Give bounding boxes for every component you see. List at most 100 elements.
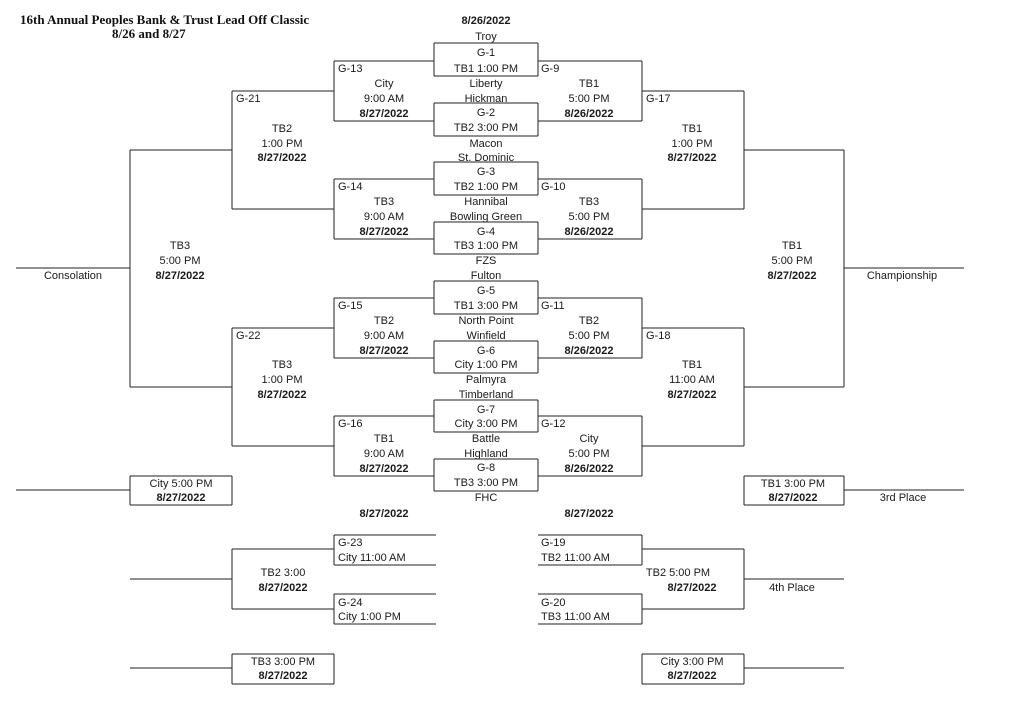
- game-g8-info: TB3 3:00 PM: [453, 477, 519, 489]
- championship-label: Championship: [866, 270, 938, 282]
- game-g2-info: TB2 3:00 PM: [453, 122, 519, 134]
- left-place-info: City 5:00 PM: [149, 478, 213, 490]
- game-g10-time: 5:00 PM: [568, 211, 610, 223]
- game-g15-date: 8/27/2022: [359, 345, 409, 357]
- game-g11-field: TB2: [578, 315, 600, 327]
- game-g17-label: G-17: [646, 93, 671, 105]
- team-fzs: FZS: [475, 255, 497, 267]
- third-place-label: 3rd Place: [879, 492, 927, 504]
- game-g1-info: TB1 1:00 PM: [453, 63, 519, 75]
- team-battle: Battle: [471, 433, 501, 445]
- championship-game-time: 5:00 PM: [771, 255, 813, 267]
- third-place-info: TB1 3:00 PM: [760, 478, 826, 490]
- game-g9-label: G-9: [541, 63, 560, 75]
- game-g9-time: 5:00 PM: [568, 93, 610, 105]
- bottom-date-right: 8/27/2022: [564, 508, 614, 520]
- game-g8-label: G-8: [476, 462, 496, 474]
- championship-game-date: 8/27/2022: [767, 270, 817, 282]
- game-g16-time: 9:00 AM: [363, 448, 405, 460]
- game-g11-label: G-11: [541, 300, 565, 312]
- team-bowling-green: Bowling Green: [449, 211, 523, 223]
- game-g10-date: 8/26/2022: [564, 226, 614, 238]
- game-g16-date: 8/27/2022: [359, 463, 409, 475]
- game-g10-label: G-10: [541, 181, 566, 193]
- game-g12-label: G-12: [541, 418, 566, 430]
- game-g1-label: G-1: [476, 47, 496, 59]
- team-hannibal: Hannibal: [464, 196, 508, 208]
- left-mid-info: TB2 3:00: [260, 567, 306, 579]
- left-last-info: TB3 3:00 PM: [250, 656, 316, 668]
- consolation-game-field: TB3: [169, 240, 191, 252]
- game-g21-date: 8/27/2022: [257, 152, 307, 164]
- game-g9-field: TB1: [578, 78, 600, 90]
- fourth-place-info: TB2 5:00 PM: [645, 567, 711, 579]
- game-g19-info: TB2 11:00 AM: [541, 552, 610, 564]
- game-g18-date: 8/27/2022: [667, 389, 717, 401]
- game-g18-label: G-18: [646, 330, 671, 342]
- team-hickman: Hickman: [464, 93, 508, 105]
- top-date: 8/26/2022: [461, 15, 511, 27]
- team-highland: Highland: [464, 448, 508, 460]
- game-g12-time: 5:00 PM: [568, 448, 610, 460]
- game-g6-info: City 1:00 PM: [454, 359, 518, 371]
- tournament-title: 16th Annual Peoples Bank & Trust Lead Of…: [20, 12, 310, 27]
- fourth-place-label: 4th Place: [769, 582, 815, 594]
- left-place-date: 8/27/2022: [156, 492, 206, 504]
- game-g17-date: 8/27/2022: [667, 152, 717, 164]
- game-g7-info: City 3:00 PM: [454, 418, 518, 430]
- game-g24-info: City 1:00 PM: [338, 611, 401, 623]
- game-g18-field: TB1: [681, 359, 703, 371]
- game-g12-field: City: [579, 433, 599, 445]
- team-winfield: Winfield: [466, 330, 506, 342]
- team-macon: Macon: [469, 138, 503, 150]
- game-g21-field: TB2: [271, 123, 293, 135]
- team-timberland: Timberland: [458, 389, 514, 401]
- left-last-date: 8/27/2022: [258, 670, 308, 682]
- game-g9-date: 8/26/2022: [564, 108, 614, 120]
- championship-game-field: TB1: [781, 240, 803, 252]
- left-mid-date: 8/27/2022: [258, 582, 308, 594]
- tournament-dates: 8/26 and 8/27: [112, 26, 186, 41]
- team-troy: Troy: [475, 31, 497, 43]
- game-g16-label: G-16: [338, 418, 363, 430]
- game-g21-label: G-21: [236, 93, 261, 105]
- game-g3-info: TB2 1:00 PM: [453, 181, 519, 193]
- team-fhc: FHC: [474, 492, 498, 504]
- game-g18-time: 11:00 AM: [669, 374, 715, 386]
- game-g2-label: G-2: [476, 107, 496, 119]
- game-g5-info: TB1 3:00 PM: [453, 300, 519, 312]
- game-g20-label: G-20: [541, 597, 566, 609]
- game-g22-time: 1:00 PM: [261, 374, 303, 386]
- game-g13-date: 8/27/2022: [359, 108, 409, 120]
- game-g11-date: 8/26/2022: [564, 345, 614, 357]
- game-g10-field: TB3: [578, 196, 600, 208]
- bottom-date-left: 8/27/2022: [359, 508, 409, 520]
- game-g14-date: 8/27/2022: [359, 226, 409, 238]
- game-g22-label: G-22: [236, 330, 261, 342]
- consolation-game-date: 8/27/2022: [155, 270, 205, 282]
- game-g21-time: 1:00 PM: [261, 138, 303, 150]
- team-liberty: Liberty: [469, 78, 503, 90]
- game-g12-date: 8/26/2022: [564, 463, 614, 475]
- game-g22-date: 8/27/2022: [257, 389, 307, 401]
- team-fulton: Fulton: [470, 270, 502, 282]
- team-palmyra: Palmyra: [465, 374, 507, 386]
- game-g15-field: TB2: [373, 315, 395, 327]
- game-g5-label: G-5: [476, 285, 496, 297]
- game-g4-label: G-4: [476, 226, 496, 238]
- right-last-date: 8/27/2022: [667, 670, 717, 682]
- game-g3-label: G-3: [476, 166, 496, 178]
- game-g4-info: TB3 1:00 PM: [453, 240, 519, 252]
- game-g24-label: G-24: [338, 597, 363, 609]
- game-g13-label: G-13: [338, 63, 363, 75]
- game-g17-time: 1:00 PM: [671, 138, 713, 150]
- team-st-dominic: St. Dominic: [457, 152, 515, 164]
- fourth-place-date: 8/27/2022: [667, 582, 717, 594]
- game-g17-field: TB1: [681, 123, 703, 135]
- game-g20-info: TB3 11:00 AM: [541, 611, 610, 623]
- third-place-date: 8/27/2022: [768, 492, 818, 504]
- game-g13-field: City: [374, 78, 394, 90]
- game-g16-field: TB1: [373, 433, 395, 445]
